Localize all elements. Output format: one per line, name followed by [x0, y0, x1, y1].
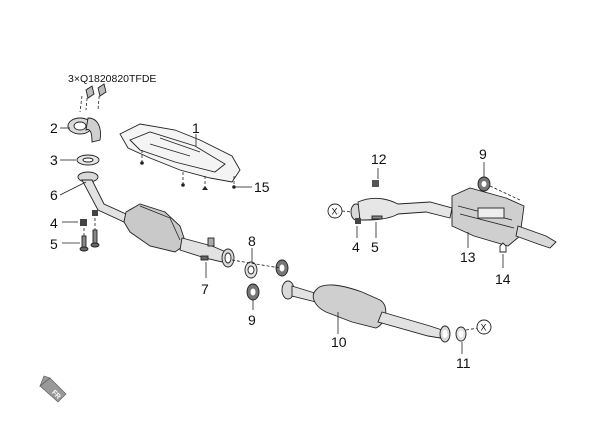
- part-6-front-pipe-catalytic-converter: [77, 171, 235, 268]
- callout-13: 13: [460, 249, 476, 265]
- connector-x-right: X: [476, 319, 492, 335]
- part-5-bolt-left: [79, 218, 100, 252]
- part-10-intermediate-pipe-resonator: [281, 280, 451, 343]
- connector-x-left: X: [327, 203, 343, 219]
- part-9-rubber-hanger-right: [477, 176, 491, 192]
- callout-5-left: 5: [50, 236, 58, 252]
- part-9-rubber-hanger-left: [246, 259, 289, 301]
- part-4-nut-right: [355, 218, 361, 224]
- front-direction-badge: FR: [39, 375, 67, 403]
- callout-5-right: 5: [371, 239, 379, 255]
- part-14-clip: [499, 242, 507, 253]
- callout-7: 7: [201, 281, 209, 297]
- callout-6: 6: [50, 187, 58, 203]
- callout-10: 10: [331, 334, 347, 350]
- callout-11: 11: [456, 355, 471, 371]
- part-5-bolt-right: [371, 215, 383, 220]
- part-11-gasket: [455, 326, 467, 342]
- callout-4-right: 4: [352, 239, 360, 255]
- callout-12: 12: [371, 151, 387, 167]
- callout-9-right: 9: [479, 146, 487, 162]
- callout-14: 14: [495, 271, 511, 287]
- callout-8: 8: [248, 233, 256, 249]
- callout-9-left: 9: [248, 312, 256, 328]
- part-12-nut: [372, 180, 379, 187]
- svg-text:X: X: [332, 207, 338, 217]
- part-1-heat-shield: [119, 123, 241, 183]
- part-8-gasket: [244, 261, 258, 279]
- part-2-flange-elbow: [67, 117, 101, 143]
- svg-text:X: X: [481, 323, 487, 333]
- callout-1: 1: [192, 120, 200, 136]
- svg-text:FR: FR: [50, 389, 62, 401]
- callout-3: 3: [50, 152, 58, 168]
- bolt-group: [79, 83, 107, 113]
- fastener-note: 3×Q1820820TFDE: [68, 73, 156, 85]
- callout-4-left: 4: [50, 215, 58, 231]
- part-7-hanger-clip: [200, 255, 209, 261]
- callout-2: 2: [50, 120, 58, 136]
- part-13-rear-muffler: [350, 187, 557, 249]
- shield-bolts: [140, 150, 236, 190]
- part-3-gasket: [76, 154, 100, 166]
- part-4-nut-left: [80, 210, 98, 226]
- callout-15: 15: [254, 179, 270, 195]
